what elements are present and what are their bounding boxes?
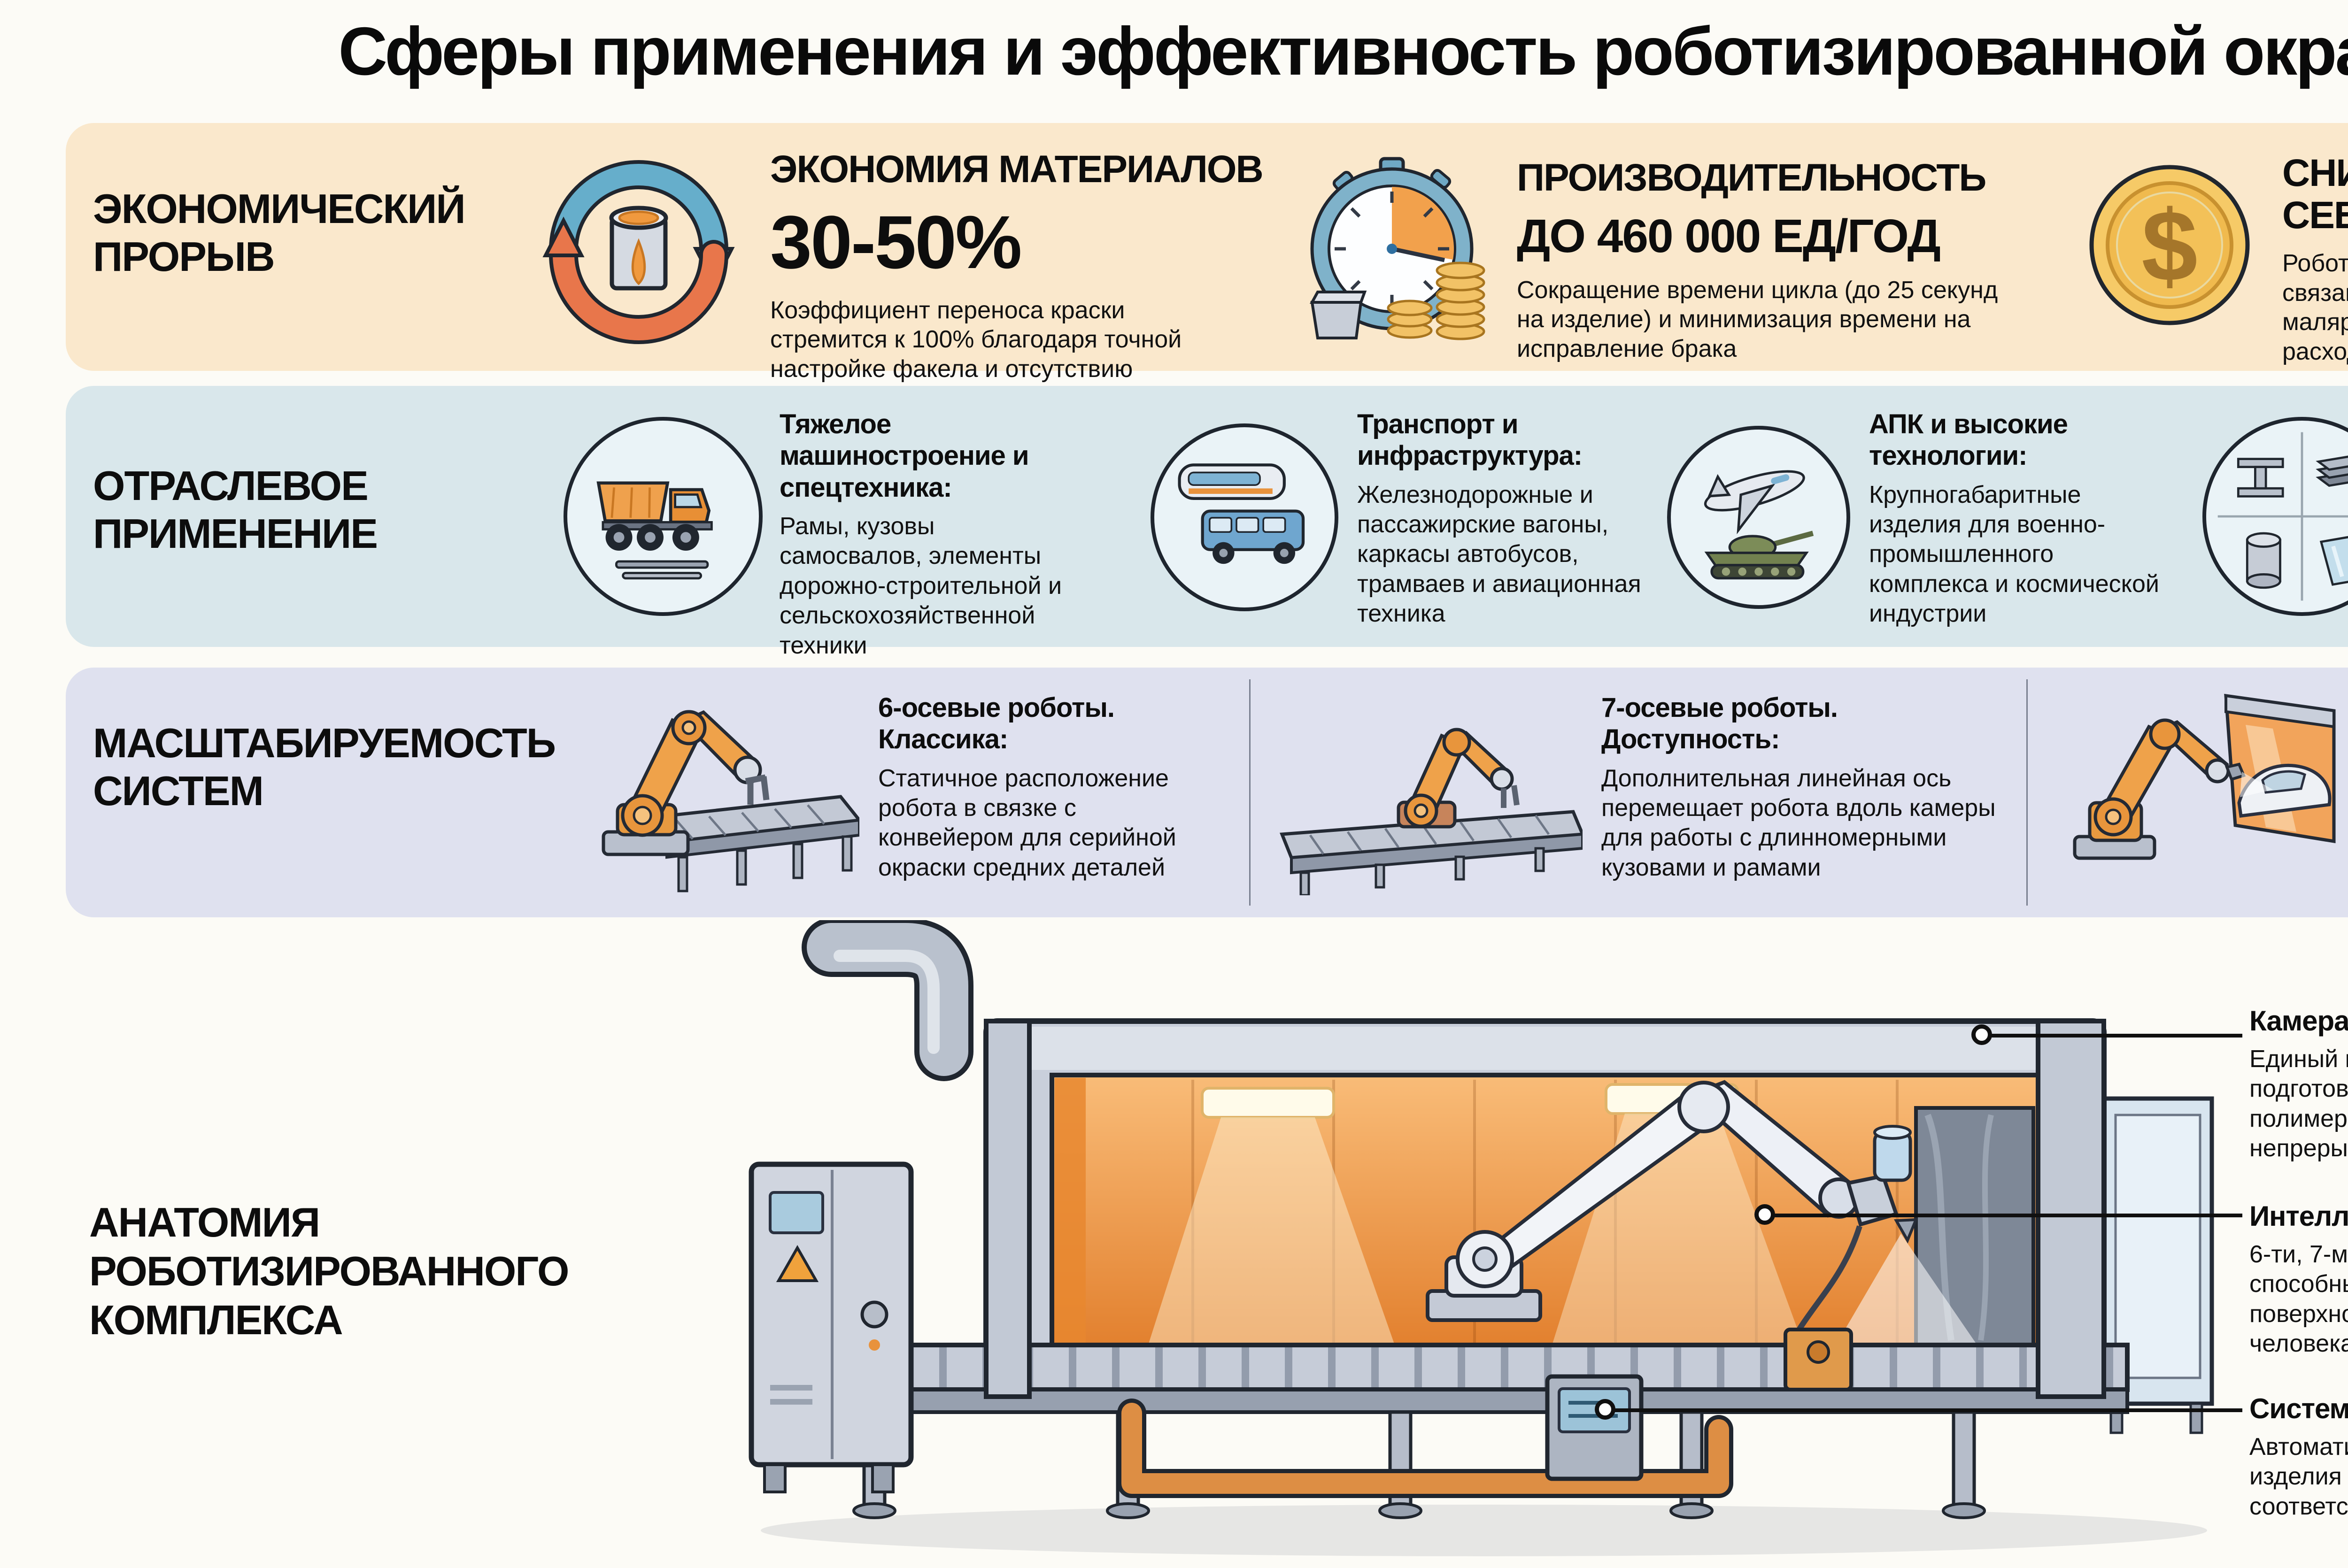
scalability-item-6axis: 6-осевые роботы. Классика: Статичное рас…: [878, 692, 1240, 883]
callout-marker-positioning: [1595, 1399, 1615, 1420]
economic-item-cost: СНИЖЕНИЕ СЕБЕСТОИМОСТИ Роботизация устра…: [2282, 152, 2348, 366]
coins: [1309, 261, 1485, 340]
apk-heading: АПК и высокие технологии:: [1869, 409, 2068, 471]
robot-arm-on-rail: [1397, 728, 1520, 829]
i-beam: [2237, 458, 2284, 498]
paint-booth-illustration: [749, 920, 2214, 1556]
robot-7-axis-icon: [1279, 728, 1583, 895]
economic-band-label: ЭКОНОМИЧЕСКИЙ ПРОРЫВ: [93, 185, 466, 280]
robot-arm: [2073, 718, 2273, 860]
recycle-arrows: [542, 160, 735, 344]
callout-line-manipulator: [1774, 1214, 2242, 1217]
callout-line-positioning: [1614, 1408, 2242, 1412]
callout-manipulator: Интеллектуальный манипулятор: 6-ти, 7-ми…: [2249, 1200, 2348, 1359]
economic-item-materials: ЭКОНОМИЯ МАТЕРИАЛОВ 30-50% Коэффициент п…: [770, 147, 1305, 413]
anatomy-label: АНАТОМИЯ РОБОТИЗИРОВАННОГО КОМПЛЕКСА: [89, 1199, 570, 1343]
divider: [2026, 679, 2028, 906]
productivity-value: ДО 460 000 ЕД/ГОД: [1517, 210, 1941, 262]
paint-robot: [1426, 1080, 1985, 1357]
materials-value: 30-50%: [770, 200, 1022, 284]
band-scalability: МАСШТАБИРУЕМОСТЬ СИСТЕМ: [66, 668, 2348, 917]
productivity-heading: ПРОИЗВОДИТЕЛЬНОСТЬ: [1517, 156, 1986, 199]
svg-text:$: $: [2141, 189, 2198, 302]
robot7-heading: 7-осевые роботы. Доступность:: [1601, 692, 1838, 755]
plane-tank-icon: [1667, 426, 1850, 609]
scalability-item-7axis: 7-осевые роботы. Доступность: Дополнител…: [1601, 692, 2010, 883]
callout-positioning: Система позиционирования: Автоматическое…: [2249, 1392, 2348, 1522]
robot-arm: [602, 710, 770, 856]
robot-6-axis-icon: [602, 710, 859, 892]
robot7-text: Дополнительная линейная ось перемещает р…: [1601, 764, 1996, 881]
sheet-stack: [2316, 455, 2348, 487]
robot-8-axis-icon: [2073, 693, 2336, 860]
cylinder: [2246, 532, 2281, 589]
callout-positioning-text: Автоматическое распознавание типа издели…: [2249, 1433, 2348, 1520]
linear-rail: [1279, 810, 1583, 895]
exhaust-pipe: [802, 920, 973, 1081]
callout-chamber: Камера окраски и сушки: Единый контур, в…: [2249, 1005, 2348, 1164]
robot6-text: Статичное расположение робота в связке с…: [878, 764, 1176, 881]
apk-text: Крупногабаритные изделия для военно-пром…: [1869, 481, 2159, 628]
callout-manipulator-text: 6-ти, 7-ми или 8-ми осевые роботы, спосо…: [2249, 1241, 2348, 1358]
stopwatch-coins-icon: [1309, 157, 1485, 340]
materials-heading: ЭКОНОМИЯ МАТЕРИАЛОВ: [770, 148, 1264, 191]
callout-chamber-text: Единый контур, включающий зоны подготовк…: [2249, 1045, 2348, 1162]
paint-can: [609, 206, 668, 291]
page-title: Сферы применения и эффективность роботиз…: [338, 13, 2348, 89]
productivity-text: Сокращение времени цикла (до 25 секунд н…: [1517, 277, 1998, 362]
transport-text: Железнодорожные и пассажирские вагоны, к…: [1357, 481, 1641, 628]
industry-item-transport: Транспорт и инфраструктура: Железнодорож…: [1357, 408, 1667, 629]
glass-pane: [2319, 536, 2348, 586]
transport-heading: Транспорт и инфраструктура:: [1357, 409, 1583, 471]
callout-marker-manipulator: [1754, 1204, 1775, 1225]
callout-chamber-heading: Камера окраски и сушки:: [2249, 1005, 2348, 1037]
band-industry: ОТРАСЛЕВОЕ ПРИМЕНЕНИЕ Тяжелое машиностро…: [66, 386, 2348, 659]
train-bus-icon: [1151, 423, 1338, 611]
paint-recycle-icon: [542, 160, 735, 344]
scalability-band-label: МАСШТАБИРУЕМОСТЬ СИСТЕМ: [93, 720, 556, 815]
callout-manipulator-heading: Интеллектуальный манипулятор:: [2249, 1200, 2348, 1232]
industry-item-heavy: Тяжелое машиностроение и спецтехника: Ра…: [780, 408, 1122, 661]
dollar-coin-icon: $: [2089, 165, 2250, 325]
band-economic: ЭКОНОМИЧЕСКИЙ ПРОРЫВ ЭКОНОМИЯ МАТЕРИАЛОВ…: [66, 123, 2348, 412]
control-cabinet: [749, 1161, 914, 1493]
positioning-unit: [1545, 1374, 1644, 1481]
ceiling-light: [1201, 1087, 1335, 1119]
materials-icon: [2202, 417, 2348, 616]
booth-front-frame: [984, 1019, 2106, 1399]
industry-band-label: ОТРАСЛЕВОЕ ПРИМЕНЕНИЕ: [93, 462, 378, 557]
robot6-heading: 6-осевые роботы. Классика:: [878, 692, 1115, 755]
booth-door: [1914, 1106, 2035, 1347]
industry-item-apk: АПК и высокие технологии: Крупногабаритн…: [1869, 408, 2179, 629]
heavy-text: Рамы, кузовы самосвалов, элементы дорожн…: [780, 512, 1062, 659]
floor-paint-pipe: [1117, 1399, 1733, 1498]
cost-text: Роботизация устраняет затраты, связанные…: [2282, 250, 2348, 365]
divider: [1249, 679, 1251, 906]
orange-hopper: [1784, 1328, 1853, 1391]
car-body: [2237, 763, 2332, 818]
callout-line-chamber: [1991, 1034, 2242, 1038]
economic-item-productivity: ПРОИЗВОДИТЕЛЬНОСТЬ ДО 460 000 ЕД/ГОД Сок…: [1517, 156, 2076, 363]
dump-truck-icon: [564, 417, 763, 616]
callout-marker-chamber: [1971, 1024, 1992, 1045]
spray-cone: [1830, 1234, 1985, 1356]
heavy-heading: Тяжелое машиностроение и спецтехника:: [780, 409, 1029, 503]
floor-shadow: [761, 1505, 2207, 1556]
callout-positioning-heading: Система позиционирования:: [2249, 1393, 2348, 1424]
cost-heading: СНИЖЕНИЕ СЕБЕСТОИМОСТИ: [2282, 152, 2348, 237]
spray-nozzle: [1893, 1218, 1918, 1244]
